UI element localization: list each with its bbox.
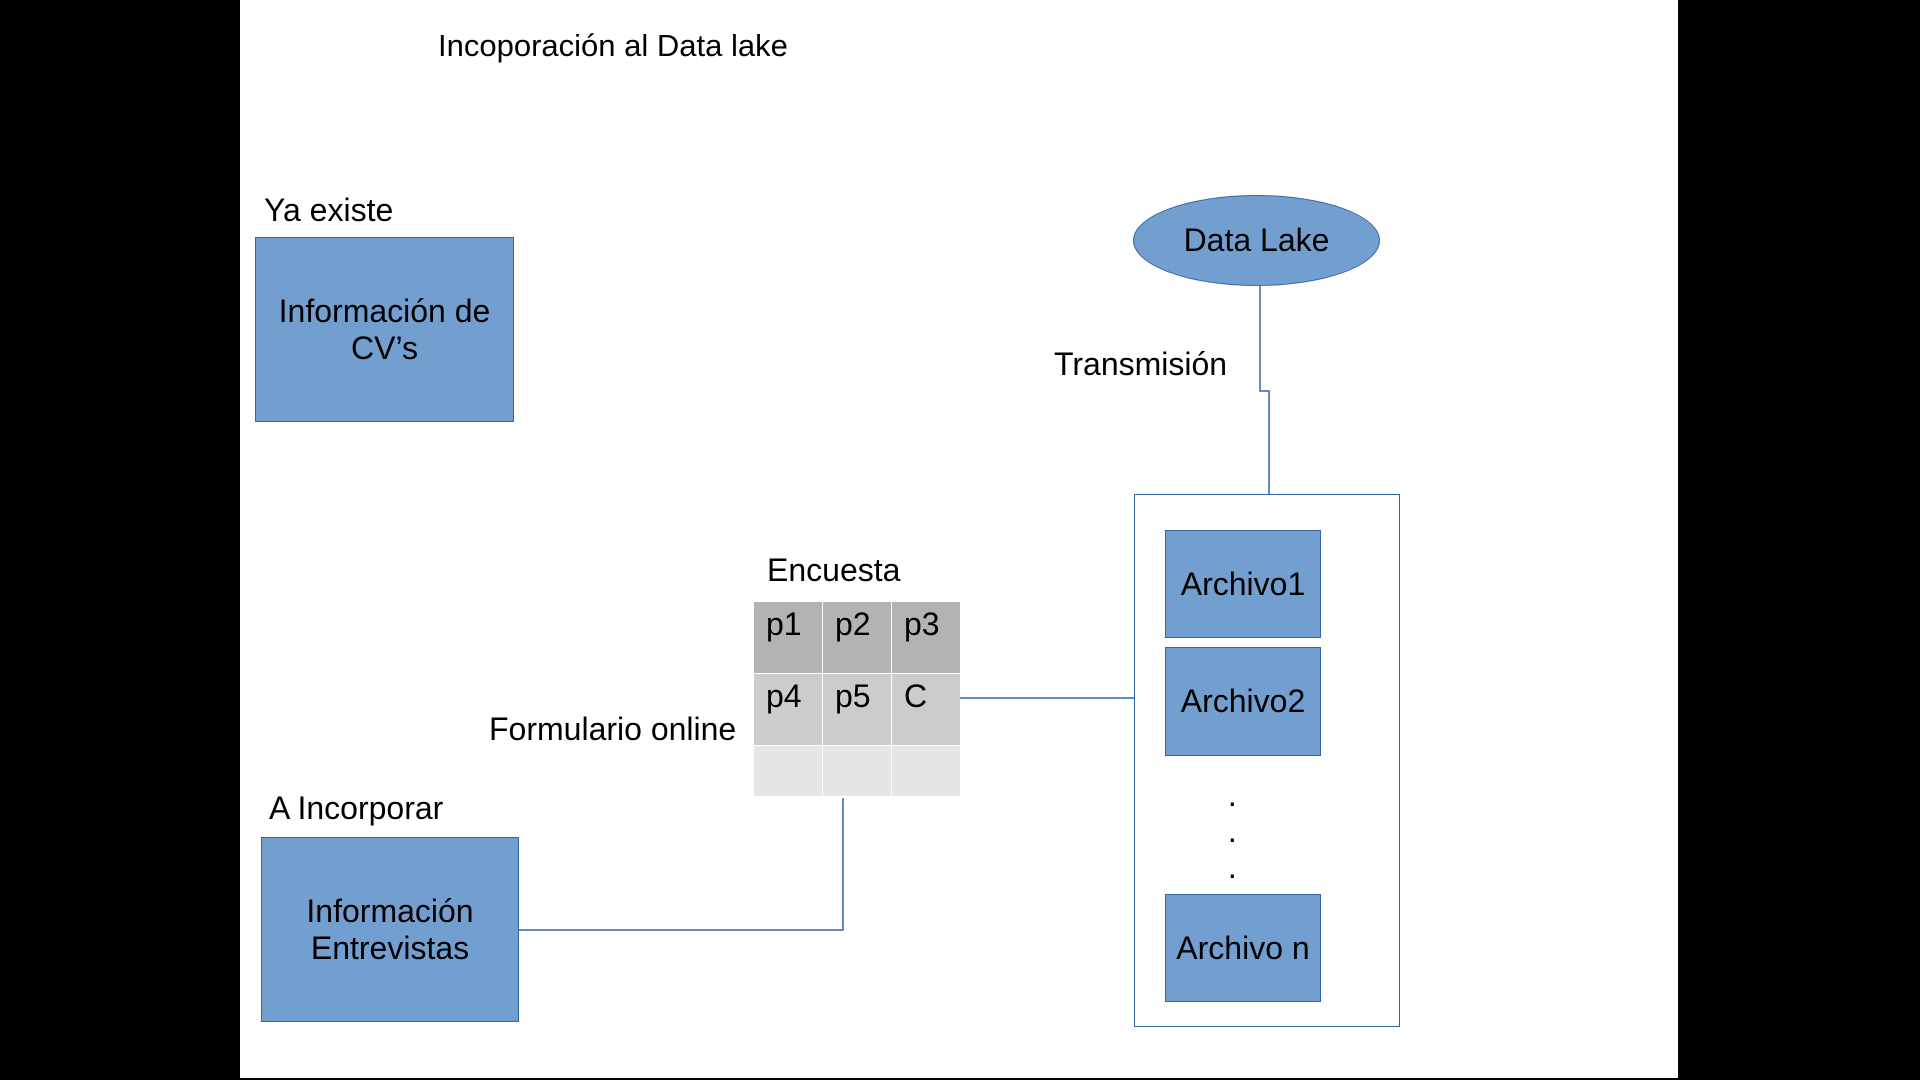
ellipsis-dot: ·: [1227, 820, 1238, 856]
survey-cell: p1: [754, 602, 822, 673]
survey-cell: p4: [754, 674, 822, 745]
data-lake-ellipse: Data Lake: [1133, 195, 1380, 286]
file-label: Archivo n: [1176, 929, 1310, 966]
diagram-slide: Incoporación al Data lake Ya existe Info…: [240, 0, 1678, 1078]
existing-heading: Ya existe: [264, 192, 394, 228]
cv-info-label: Información de CV’s: [278, 292, 491, 366]
ellipsis-dot: ·: [1227, 856, 1238, 892]
survey-heading: Encuesta: [767, 552, 901, 588]
file-box-archivo1: Archivo1: [1165, 530, 1321, 638]
incorporate-heading: A Incorporar: [269, 790, 444, 826]
survey-cell: p2: [823, 602, 891, 673]
interviews-info-label: Información Entrevistas: [306, 892, 474, 966]
survey-cell: [892, 746, 960, 796]
data-lake-label: Data Lake: [1183, 222, 1330, 258]
online-form-label: Formulario online: [489, 711, 737, 747]
transmission-label: Transmisión: [1054, 346, 1228, 382]
connector-entrevistas-to-survey: [518, 798, 844, 931]
file-label: Archivo1: [1180, 565, 1306, 602]
file-box-archivo-n: Archivo n: [1165, 894, 1321, 1002]
page-title: Incoporación al Data lake: [438, 28, 788, 63]
cv-info-box: Información de CV’s: [255, 237, 514, 422]
file-label: Archivo2: [1180, 683, 1306, 720]
survey-cell: p5: [823, 674, 891, 745]
interviews-info-box: Información Entrevistas: [261, 837, 519, 1022]
survey-cell: C: [892, 674, 960, 745]
connector-datalake-to-files: [1259, 286, 1270, 495]
connector-lines: [518, 286, 1270, 931]
survey-cell: [823, 746, 891, 796]
ellipsis-dot: ·: [1227, 784, 1238, 820]
file-box-archivo2: Archivo2: [1165, 647, 1321, 756]
survey-cell: p3: [892, 602, 960, 673]
survey-cell: [754, 746, 822, 796]
